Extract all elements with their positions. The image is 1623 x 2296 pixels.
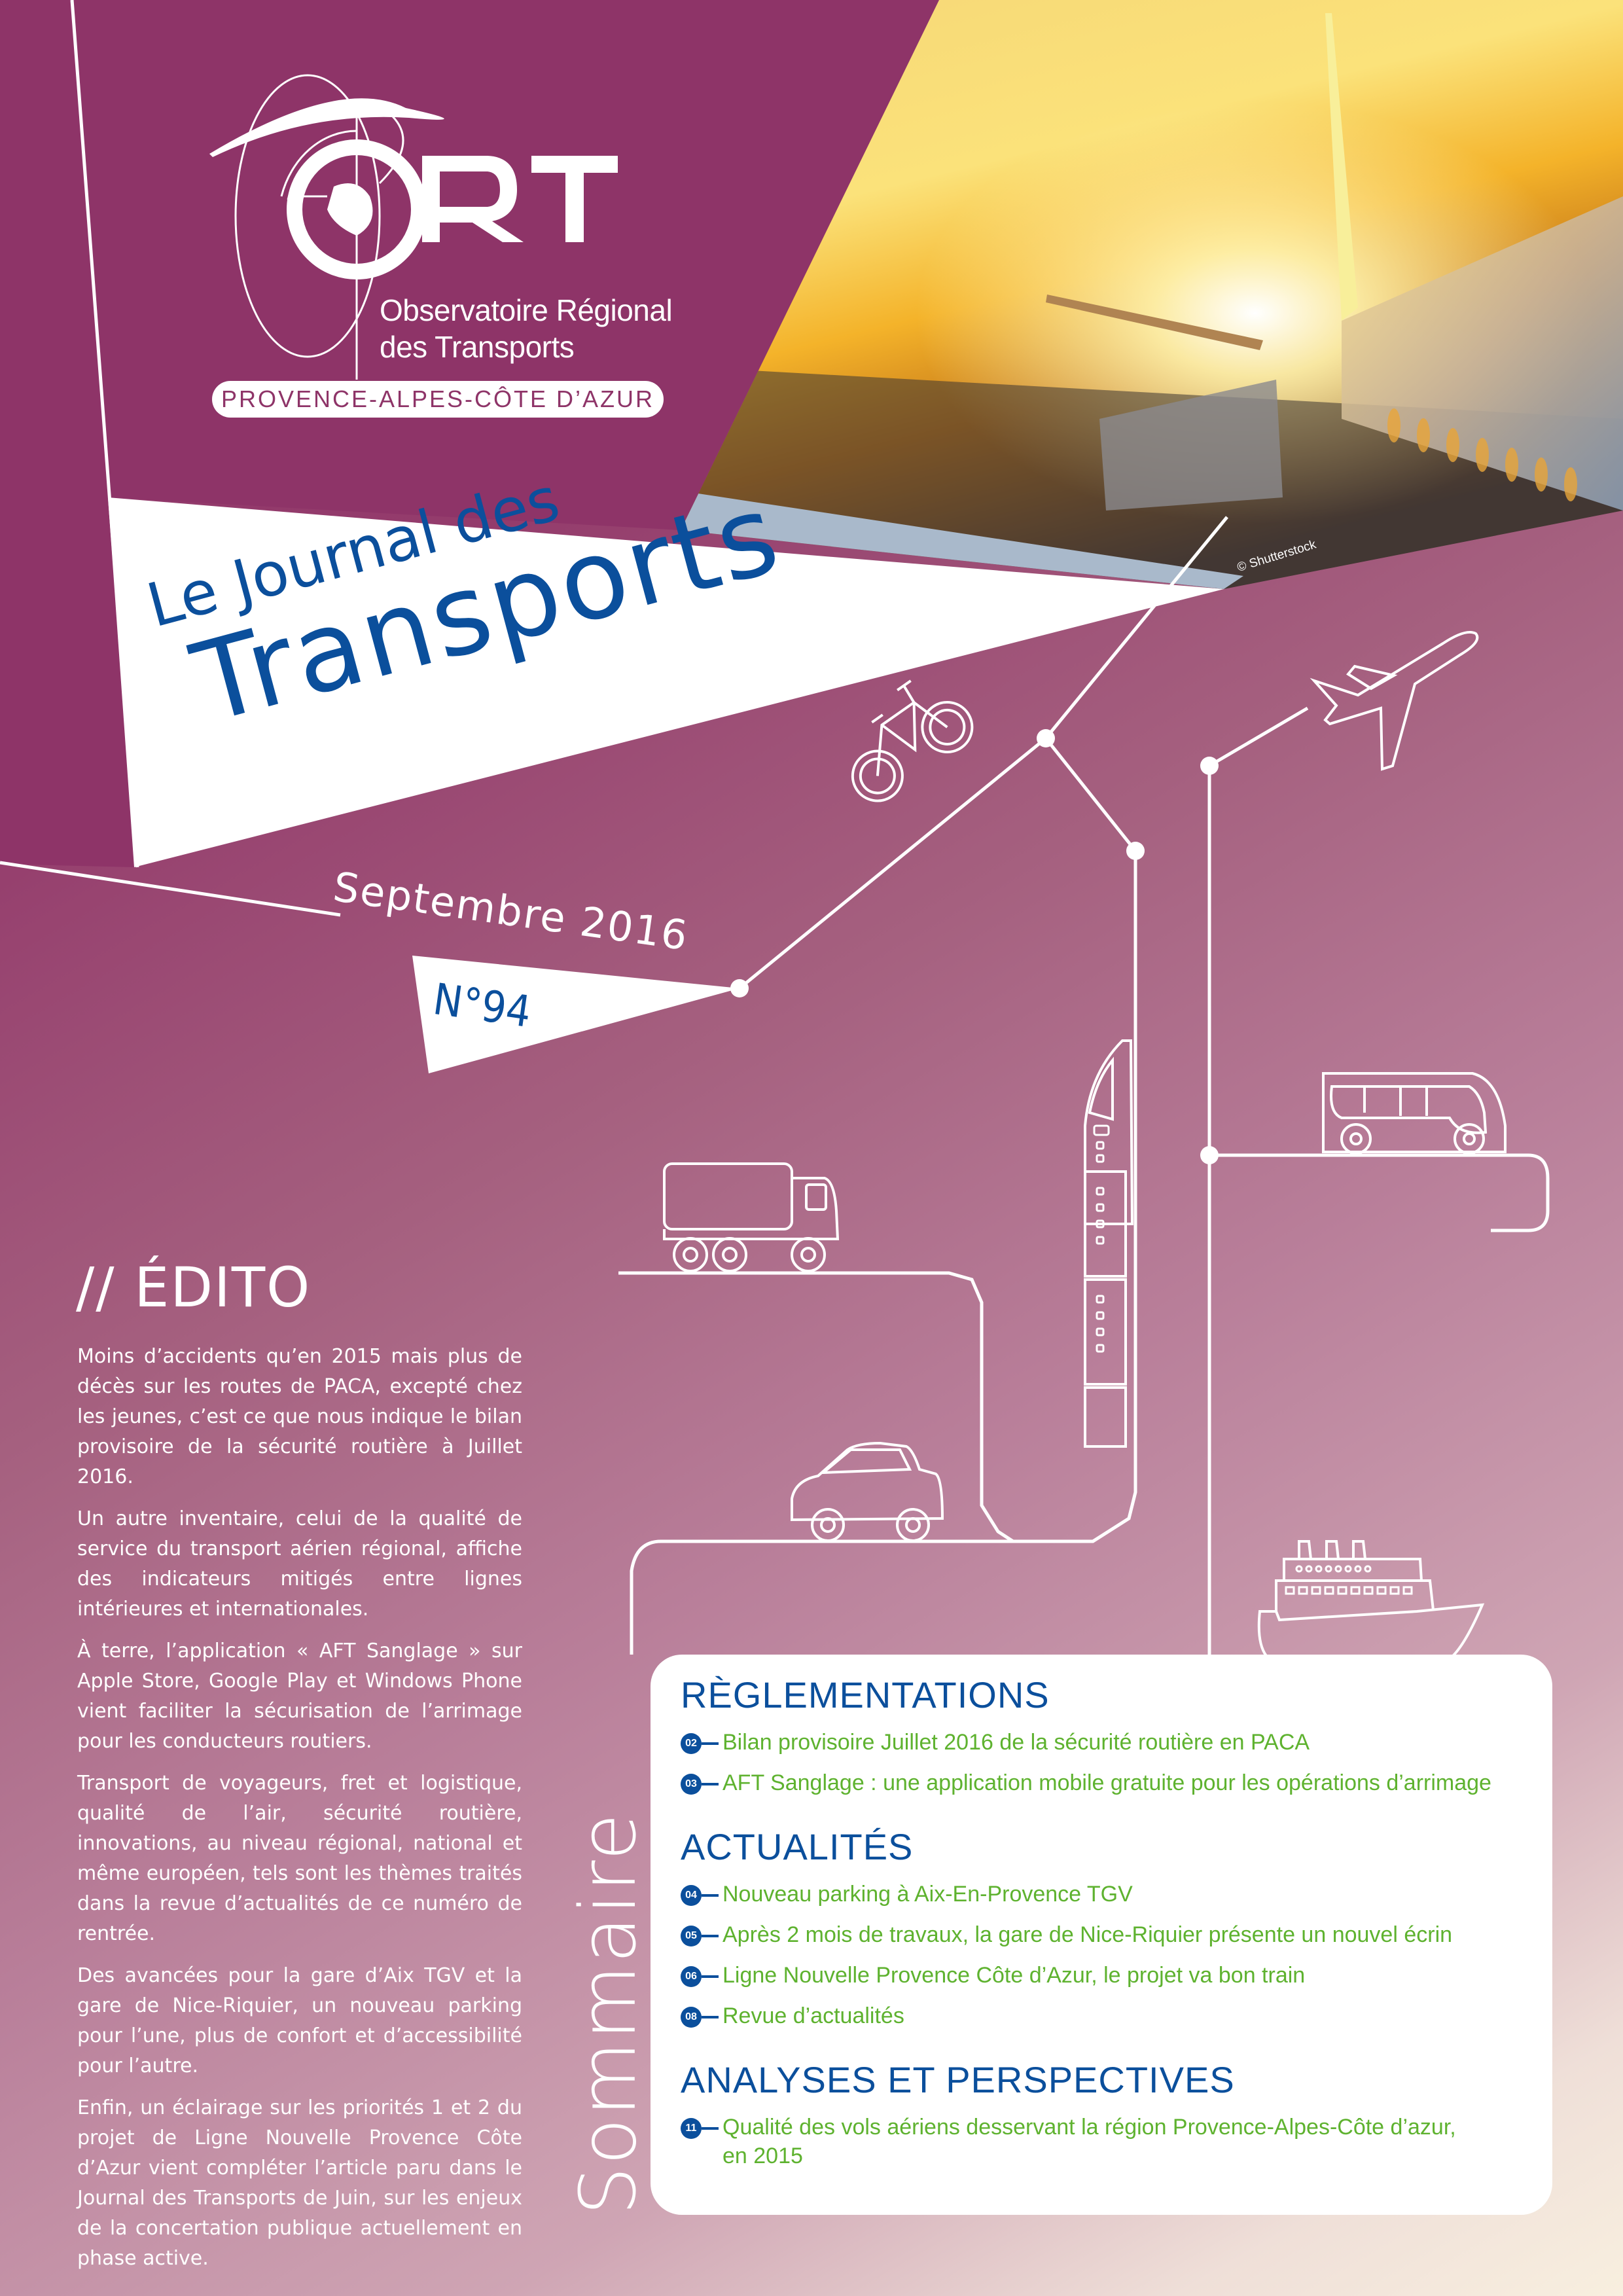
edito-paragraph: Des avancées pour la gare d’Aix TGV et l…: [77, 1964, 522, 2077]
toc-item-text: AFT Sanglage : une application mobile gr…: [722, 1770, 1491, 1795]
edito-paragraph: Un autre inventaire, celui de la qualité…: [77, 1507, 522, 1621]
bicycle-icon: [851, 679, 974, 802]
toc-section-title: ANALYSES ET PERSPECTIVES: [681, 2059, 1235, 2100]
toc-item-text: Après 2 mois de travaux, la gare de Nice…: [722, 1922, 1453, 1947]
train-icon: [1084, 1039, 1134, 1448]
page-badge-icon: 08: [681, 2007, 702, 2028]
edito-paragraph: Moins d’accidents qu’en 2015 mais plus d…: [77, 1345, 522, 1488]
edito-heading: // ÉDITO: [76, 1255, 312, 1319]
toc-item[interactable]: 02 Bilan provisoire Juillet 2016 de la s…: [681, 1728, 1534, 1757]
page-badge-icon: 06: [681, 1966, 702, 1987]
dash-connector: [702, 1975, 719, 1978]
toc-section-title: RÈGLEMENTATIONS: [681, 1674, 1050, 1715]
toc-item-text: Revue d’actualités: [722, 2003, 904, 2028]
dash-connector: [702, 1894, 719, 1897]
dash-connector: [702, 1742, 719, 1745]
toc-item[interactable]: 05 Après 2 mois de travaux, la gare de N…: [681, 1920, 1534, 1949]
edito-paragraph: Transport de voyageurs, fret et logistiq…: [77, 1772, 522, 1945]
toc-item-text: Qualité des vols aériens desservant la r…: [722, 2115, 1456, 2168]
page-badge-icon: 03: [681, 1774, 702, 1795]
airplane-icon: [1310, 630, 1479, 771]
toc-item[interactable]: 06 Ligne Nouvelle Provence Côte d’Azur, …: [681, 1961, 1534, 1990]
toc-item[interactable]: 08 Revue d’actualités: [681, 2001, 1534, 2030]
dash-connector: [702, 2127, 719, 2130]
toc-item[interactable]: 11 Qualité des vols aériens desservant l…: [681, 2113, 1534, 2170]
region-label: PROVENCE-ALPES-CÔTE D’AZUR: [212, 381, 664, 418]
toc-section-title: ACTUALITÉS: [681, 1826, 914, 1867]
organization-name-line2: des Transports: [380, 330, 575, 364]
car-icon: [791, 1441, 944, 1542]
sommaire-label: Sommaire: [563, 1812, 653, 2215]
edito-paragraph: Enfin, un éclairage sur les priorités 1 …: [77, 2096, 522, 2270]
toc-item-text: Ligne Nouvelle Provence Côte d’Azur, le …: [722, 1963, 1306, 1988]
bus-icon: [1322, 1072, 1507, 1155]
page-badge-icon: 05: [681, 1926, 702, 1946]
page-badge-icon: 02: [681, 1733, 702, 1754]
toc-section-analyses: ANALYSES ET PERSPECTIVES 11 Qualité des …: [681, 2059, 1534, 2170]
edito-paragraph: À terre, l’application « AFT Sanglage » …: [77, 1640, 522, 1753]
organization-name-line1: Observatoire Régional: [380, 293, 673, 327]
truck-icon: [663, 1162, 840, 1272]
toc-item[interactable]: 03 AFT Sanglage : une application mobile…: [681, 1768, 1534, 1797]
toc-section-actualites: ACTUALITÉS 04 Nouveau parking à Aix-En-P…: [681, 1826, 1534, 2030]
toc-item-text: Nouveau parking à Aix-En-Provence TGV: [722, 1882, 1133, 1907]
dash-connector: [702, 1783, 719, 1785]
ort-logo-letters: [422, 156, 618, 242]
table-of-contents: RÈGLEMENTATIONS 02 Bilan provisoire Juil…: [651, 1655, 1552, 2215]
toc-item[interactable]: 04 Nouveau parking à Aix-En-Provence TGV: [681, 1880, 1534, 1909]
organization-name: Observatoire Régional des Transports: [380, 292, 673, 365]
page-badge-icon: 11: [681, 2118, 702, 2139]
toc-section-reglementations: RÈGLEMENTATIONS 02 Bilan provisoire Juil…: [681, 1674, 1534, 1797]
edito-body: Moins d’accidents qu’en 2015 mais plus d…: [77, 1342, 522, 2286]
dash-connector: [702, 2016, 719, 2018]
dash-connector: [702, 1935, 719, 1937]
toc-item-text: Bilan provisoire Juillet 2016 de la sécu…: [722, 1730, 1310, 1755]
page-badge-icon: 04: [681, 1885, 702, 1906]
ship-icon: [1257, 1540, 1485, 1657]
ort-logo-mark: [209, 74, 444, 380]
